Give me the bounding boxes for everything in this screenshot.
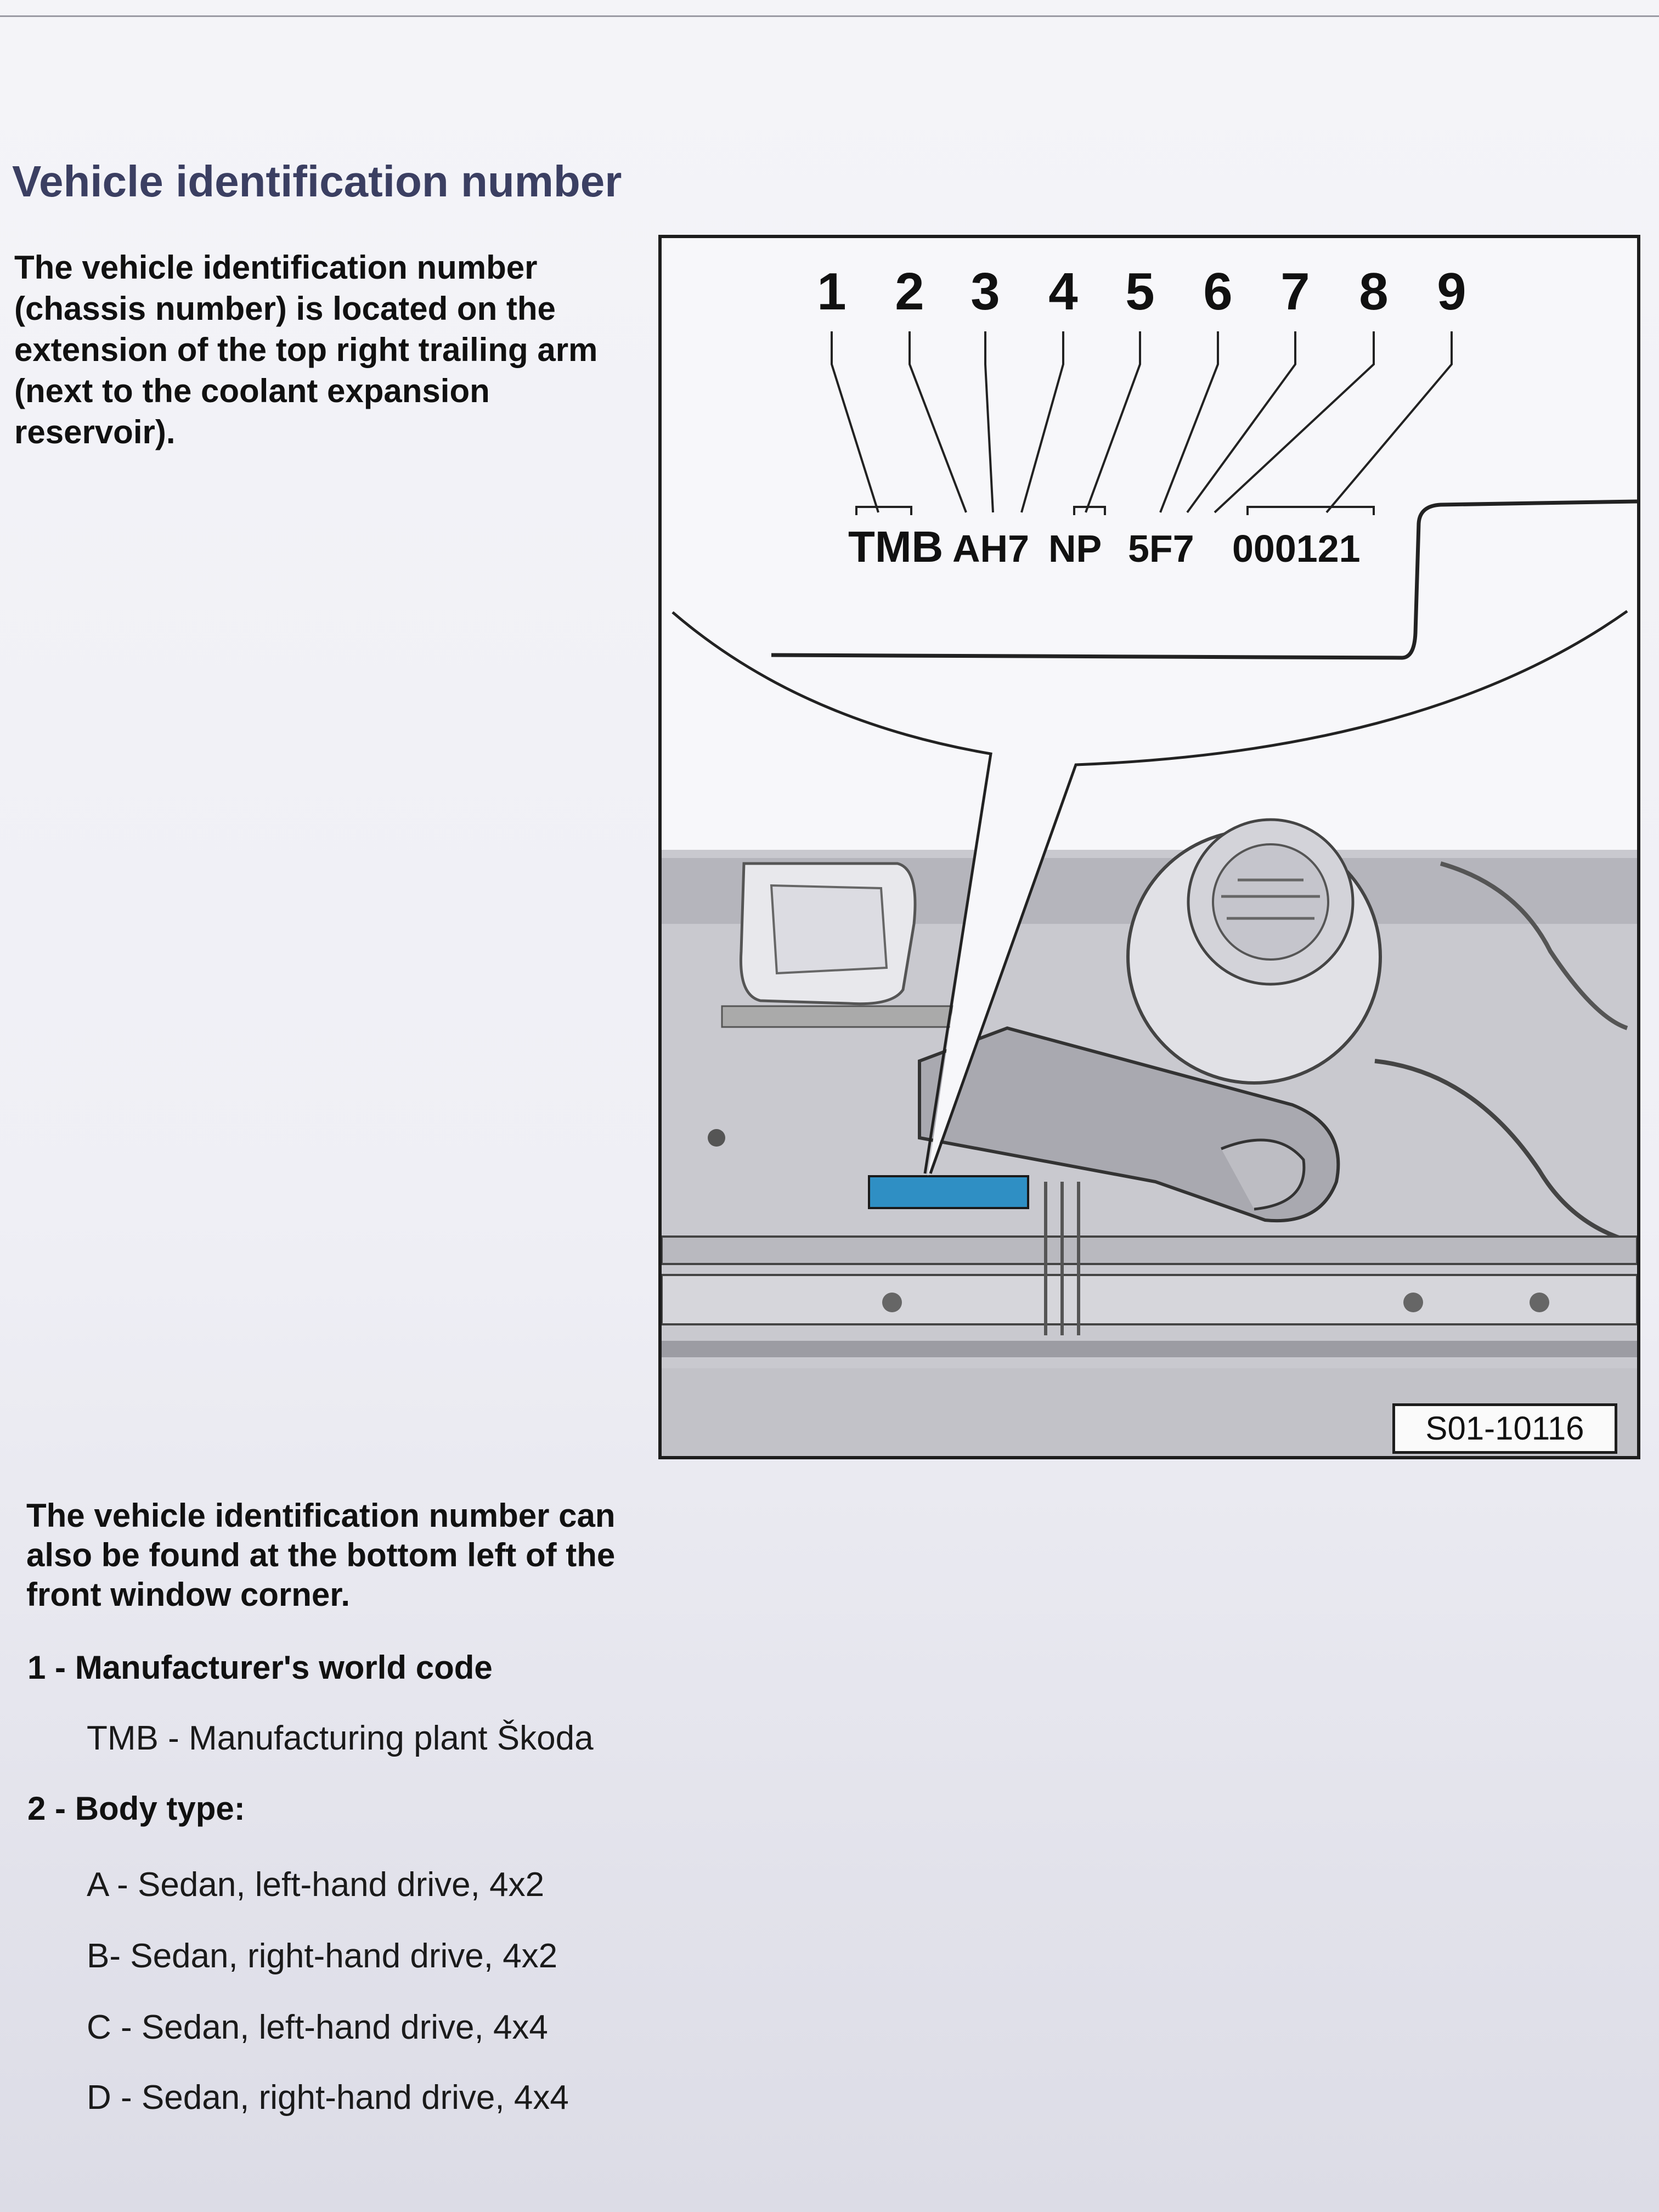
position-digit: 4: [1048, 262, 1077, 321]
leader-line-6: [1159, 331, 1219, 513]
leader-line-2: [909, 331, 967, 513]
second-note-paragraph: The vehicle identification number can al…: [26, 1496, 663, 1615]
leader-line-5: [1085, 331, 1141, 513]
intro-line: The vehicle identification number: [14, 249, 538, 286]
vin-groups: TMB AH7 NP 5F7 000121: [848, 522, 1361, 571]
hose-bundle: [1044, 1182, 1080, 1335]
ribbed-strip: [721, 1005, 953, 1028]
trailing-arm: [918, 1026, 1340, 1223]
position-digit: 9: [1437, 262, 1466, 321]
hose-right: [1440, 861, 1628, 1030]
callout-outline-right: [929, 610, 1628, 1174]
bolt: [1530, 1293, 1549, 1312]
list-item: A - Sedan, left-hand drive, 4x2: [87, 1866, 545, 1904]
leader-line-9: [1325, 331, 1453, 514]
list-item: C - Sedan, left-hand drive, 4x4: [87, 2008, 548, 2046]
figure-id-label: S01-10116: [1392, 1403, 1617, 1454]
section-heading-manufacturer-code: 1 - Manufacturer's world code: [27, 1649, 493, 1686]
note-line: also be found at the bottom left of the: [26, 1537, 616, 1573]
vin-location-figure: 1 2 3 4 5 6 7 8 9 TMB AH7 NP 5F7 000121 …: [658, 235, 1640, 1459]
list-item: TMB - Manufacturing plant Škoda: [87, 1719, 594, 1757]
position-digit: 2: [895, 262, 924, 321]
leader-lines: [831, 331, 1453, 515]
position-digit: 7: [1280, 262, 1310, 321]
leader-line-1: [831, 331, 879, 513]
position-digit: 6: [1203, 262, 1232, 321]
callout-bubble-fill: [662, 238, 1637, 1176]
cap-ridges: [1221, 878, 1320, 920]
bolt: [882, 1293, 902, 1312]
vin-group-wmi: TMB: [848, 522, 943, 571]
position-digit: 8: [1359, 262, 1388, 321]
engine-bay-illustration: 1 2 3 4 5 6 7 8 9 TMB AH7 NP 5F7 000121: [662, 238, 1637, 1456]
bolt: [708, 1129, 725, 1147]
note-line: front window corner.: [26, 1576, 351, 1613]
vin-group: 5F7: [1128, 527, 1194, 570]
leader-line-7: [1186, 331, 1296, 514]
position-digit: 3: [970, 262, 1000, 321]
page-title: Vehicle identification number: [12, 157, 622, 206]
coolant-cap-inner: [1212, 843, 1329, 961]
hose-lower-right: [1374, 1059, 1634, 1244]
bracket-tmb: [855, 506, 912, 515]
reservoir-window: [770, 884, 888, 975]
intro-line: (next to the coolant expansion: [14, 373, 490, 409]
bottom-rail: [662, 1341, 1637, 1357]
intro-line: (chassis number) is located on the: [14, 290, 556, 327]
bracket-np: [1073, 506, 1106, 515]
cross-member: [662, 1235, 1637, 1265]
intro-line: extension of the top right trailing arm: [14, 331, 598, 368]
arm-mount: [1221, 1138, 1306, 1211]
leader-line-3: [984, 331, 994, 513]
bolt: [1403, 1293, 1423, 1312]
intro-line: reservoir).: [14, 414, 176, 450]
vin-group: NP: [1048, 527, 1102, 570]
front-panel: [662, 1274, 1637, 1325]
top-rule: [0, 15, 1659, 17]
list-item: B- Sedan, right-hand drive, 4x2: [87, 1937, 558, 1975]
section-heading-body-type: 2 - Body type:: [27, 1790, 245, 1827]
bracket-serial: [1246, 506, 1375, 515]
vin-plate-outline: [771, 499, 1637, 660]
list-item: D - Sedan, right-hand drive, 4x4: [87, 2079, 569, 2117]
position-digits: 1 2 3 4 5 6 7 8 9: [817, 262, 1466, 321]
intro-paragraph: The vehicle identification number (chass…: [14, 247, 656, 453]
note-line: The vehicle identification number can: [26, 1497, 616, 1534]
callout-outline-left: [672, 611, 992, 1174]
position-digit: 1: [817, 262, 846, 321]
vin-label-location: [868, 1175, 1029, 1209]
leader-line-8: [1214, 331, 1375, 514]
position-digit: 5: [1125, 262, 1154, 321]
vin-group-serial: 000121: [1232, 527, 1361, 570]
leader-line-4: [1020, 331, 1064, 513]
vin-group: AH7: [952, 527, 1029, 570]
